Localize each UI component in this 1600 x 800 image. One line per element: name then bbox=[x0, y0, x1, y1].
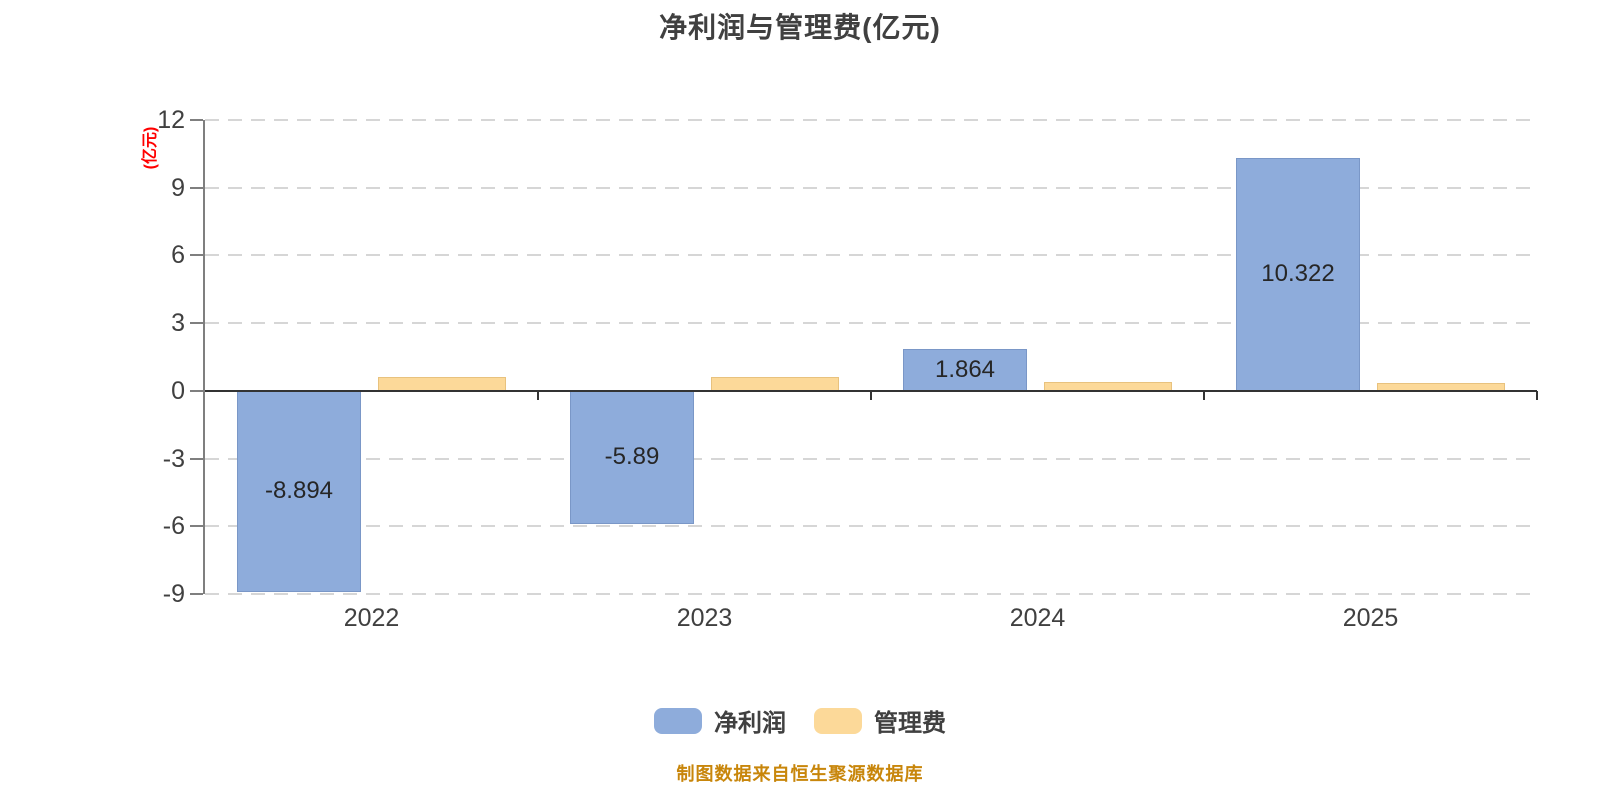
x-axis-tick bbox=[1203, 390, 1205, 400]
x-tick-label: 2024 bbox=[1009, 604, 1066, 632]
bar-value-label: 10.322 bbox=[1261, 260, 1335, 288]
y-tick-label: 12 bbox=[157, 106, 185, 134]
bar-mgmt-fee bbox=[378, 376, 506, 391]
grid-line bbox=[205, 119, 1537, 121]
chart-title: 净利润与管理费(亿元) bbox=[659, 12, 941, 43]
bar-net-profit bbox=[1236, 157, 1360, 391]
grid-line bbox=[205, 457, 1537, 460]
y-axis-tick bbox=[190, 186, 203, 189]
grid-line bbox=[205, 322, 1537, 325]
y-tick-label: 0 bbox=[171, 376, 185, 405]
legend-label: 管理费 bbox=[874, 710, 946, 737]
x-axis-tick bbox=[1536, 390, 1538, 400]
plot-area: 12 9 6 3 0 -3 -6 -9 -8.894 -5.89 1.864 10.322 2022 20… bbox=[157, 106, 1538, 632]
grid-line bbox=[205, 593, 1537, 595]
legend-swatch bbox=[654, 707, 702, 734]
legend-item[interactable]: 管理费 bbox=[814, 703, 946, 738]
bar-value-label: 1.864 bbox=[934, 355, 996, 383]
bar-value-label: -8.894 bbox=[264, 477, 334, 505]
grid-line bbox=[205, 186, 1537, 189]
y-tick-label: 6 bbox=[171, 241, 185, 270]
data-source-note: 制图数据来自恒生聚源数据库 bbox=[676, 764, 924, 784]
y-axis-tick bbox=[190, 525, 203, 528]
y-axis-tick bbox=[190, 322, 203, 325]
x-axis-tick bbox=[870, 390, 872, 400]
y-axis-tick bbox=[190, 389, 203, 392]
y-tick-label: 3 bbox=[171, 309, 185, 338]
y-axis-line bbox=[203, 120, 205, 594]
bar-net-profit bbox=[570, 390, 694, 524]
bar-mgmt-fee bbox=[711, 376, 839, 391]
y-tick-label: 9 bbox=[171, 173, 185, 202]
x-axis-tick bbox=[537, 390, 539, 400]
bar-value-label: -5.89 bbox=[604, 443, 660, 471]
y-axis-tick bbox=[190, 119, 203, 121]
x-tick-label: 2023 bbox=[676, 604, 733, 632]
legend-item[interactable]: 净利润 bbox=[654, 703, 786, 738]
legend-label: 净利润 bbox=[714, 710, 786, 737]
bar-net-profit bbox=[237, 390, 361, 592]
grid-line bbox=[205, 254, 1537, 257]
x-tick-label: 2022 bbox=[343, 604, 400, 632]
chart-legend: 净利润 管理费 bbox=[0, 703, 1600, 738]
y-tick-label: -9 bbox=[162, 580, 185, 608]
y-tick-label: -6 bbox=[162, 512, 185, 541]
y-axis-tick bbox=[190, 593, 203, 595]
x-tick-label: 2025 bbox=[1342, 604, 1399, 632]
y-tick-label: -3 bbox=[162, 444, 185, 473]
legend-swatch bbox=[814, 707, 862, 734]
grid-line bbox=[205, 525, 1537, 528]
y-axis-tick bbox=[190, 254, 203, 257]
y-axis-tick bbox=[190, 457, 203, 460]
